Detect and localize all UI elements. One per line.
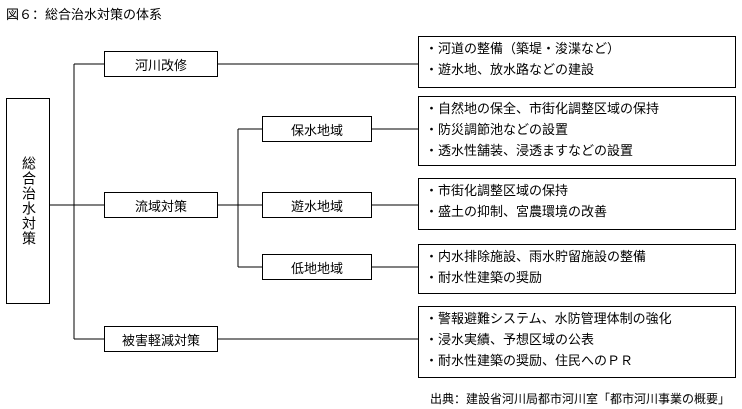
root-node-box: 総合治水対策	[6, 98, 50, 304]
detail-item: ・耐水性建築の奨励	[425, 271, 543, 286]
detail-box-retention: ・自然地の保全、市街化調整区域の保持 ・防災調節池などの設置 ・透水性舗装、浸透…	[418, 96, 736, 166]
node-damage-mitigation: 被害軽減対策	[104, 326, 218, 352]
root-node-label: 総合治水対策	[20, 156, 36, 246]
detail-item: ・内水排除施設、雨水貯留施設の整備	[425, 250, 647, 265]
detail-item: ・防災調節池などの設置	[425, 123, 569, 138]
diagram-title: 図６：総合治水対策の体系	[6, 8, 163, 23]
detail-item: ・耐水性建築の奨励、住民へのＰＲ	[425, 354, 634, 369]
node-river-improvement: 河川改修	[104, 51, 218, 77]
node-retention-area: 保水地域	[262, 116, 372, 142]
detail-item: ・警報避難システム、水防管理体制の強化	[425, 312, 672, 327]
source-caption: 出典：建設省河川局都市河川室「都市河川事業の概要」	[429, 392, 730, 406]
detail-item: ・透水性舗装、浸透ますなどの設置	[425, 144, 634, 159]
node-lowland-area: 低地地域	[262, 254, 372, 280]
detail-box-river: ・河道の整備（築堤・浚渫など） ・遊水地、放水路などの建設	[418, 36, 736, 88]
detail-item: ・自然地の保全、市街化調整区域の保持	[425, 102, 660, 117]
detail-box-detention: ・市街化調整区域の保持 ・盛土の抑制、宮農環境の改善	[418, 178, 736, 230]
detail-item: ・浸水実績、予想区域の公表	[425, 333, 595, 348]
detail-item: ・河道の整備（築堤・浚渫など）	[425, 42, 621, 57]
detail-box-lowland: ・内水排除施設、雨水貯留施設の整備 ・耐水性建築の奨励	[418, 244, 736, 294]
detail-item: ・盛土の抑制、宮農環境の改善	[425, 205, 608, 220]
detail-item: ・市街化調整区域の保持	[425, 184, 569, 199]
detail-box-mitigation: ・警報避難システム、水防管理体制の強化 ・浸水実績、予想区域の公表 ・耐水性建築…	[418, 306, 736, 378]
detail-item: ・遊水地、放水路などの建設	[425, 63, 595, 78]
node-detention-area: 遊水地域	[262, 192, 372, 218]
node-basin-measures: 流域対策	[104, 192, 218, 218]
